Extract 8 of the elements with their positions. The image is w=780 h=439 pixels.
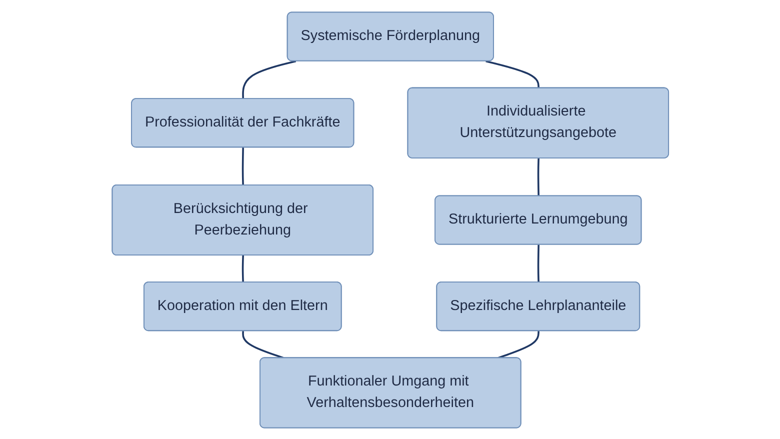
connector (242, 255, 244, 282)
connector (537, 158, 540, 196)
connector (242, 60, 296, 99)
connector (242, 147, 244, 185)
connector (496, 330, 540, 358)
connector (537, 244, 540, 282)
connector (485, 60, 540, 88)
connector (242, 330, 284, 358)
